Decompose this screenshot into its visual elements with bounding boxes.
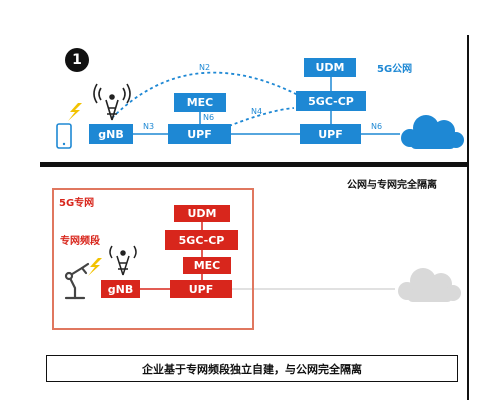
private-gnb-node: gNB: [101, 280, 140, 298]
private-cloud-icon: [398, 268, 461, 302]
robot-arm-icon: [64, 262, 90, 300]
private-upf-node: UPF: [170, 280, 232, 298]
private-network-title: 5G专网: [59, 198, 95, 209]
public-udm-node: UDM: [304, 58, 356, 77]
isolation-caption: 公网与专网完全隔离: [347, 180, 437, 191]
public-cloud-icon: [401, 115, 464, 149]
interface-n6-mec-label: N6: [203, 113, 215, 122]
interface-n4-label: N4: [251, 107, 263, 116]
interface-n3-label: N3: [143, 122, 155, 131]
bottom-caption-text: 企业基于专网频段独立自建，与公网完全隔离: [142, 362, 362, 376]
public-network-title: 5G公网: [377, 64, 413, 75]
interface-n2-label: N2: [199, 63, 211, 72]
public-upf-node-1: UPF: [168, 124, 231, 144]
interface-n6-out-label: N6: [371, 122, 383, 131]
private-mec-node: MEC: [183, 257, 231, 274]
private-lightning-icon: [88, 258, 102, 276]
private-network-frame: [52, 188, 254, 330]
phone-icon: [56, 123, 72, 149]
right-border-line: [467, 35, 469, 400]
private-5gc-cp-node: 5GC-CP: [165, 230, 238, 250]
bottom-caption-box: 企业基于专网频段独立自建，与公网完全隔离: [46, 355, 458, 382]
public-upf-node-2: UPF: [300, 124, 361, 144]
private-antenna-icon: [109, 245, 137, 276]
private-spectrum-label: 专网频段: [60, 236, 100, 247]
antenna-icon: [93, 83, 131, 121]
public-gnb-node: gNB: [89, 124, 133, 144]
lightning-icon: [68, 103, 82, 121]
public-mec-node: MEC: [174, 93, 226, 112]
private-udm-node: UDM: [174, 205, 230, 222]
isolation-divider: [40, 162, 467, 167]
public-5gc-cp-node: 5GC-CP: [296, 91, 366, 111]
step-number-badge: 1: [65, 48, 89, 72]
